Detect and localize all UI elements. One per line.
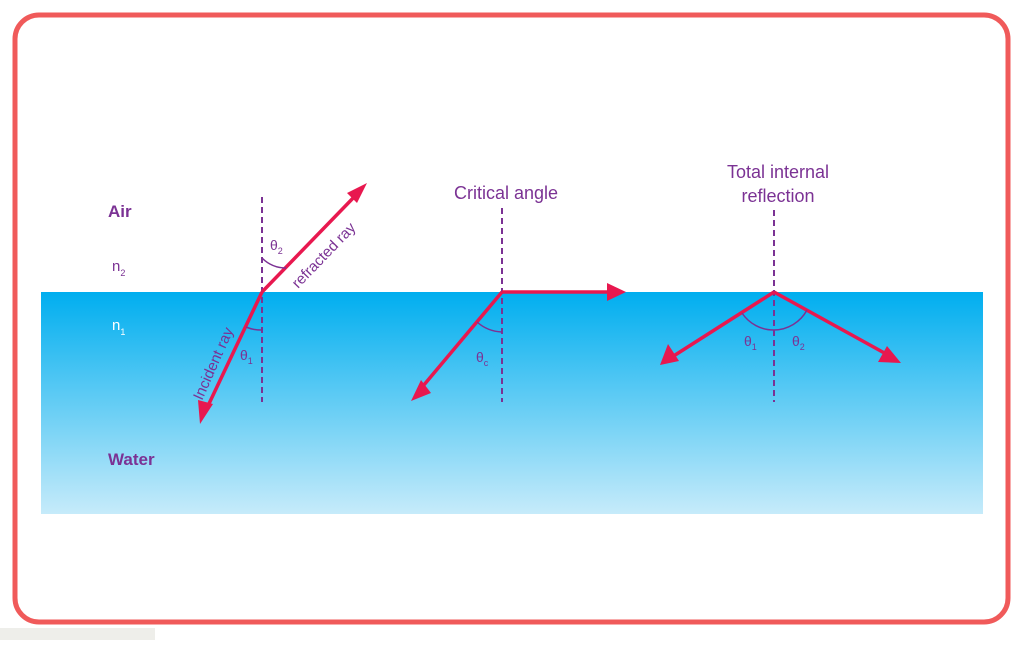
air-index-base: n — [112, 258, 120, 275]
tir-reflected-ray — [773, 290, 889, 357]
theta2-label: θ2 — [270, 237, 283, 256]
critical-angle-title: Critical angle — [454, 183, 558, 203]
tir-theta2-sub: 2 — [800, 342, 805, 352]
water-region — [41, 292, 983, 514]
water-index-base: n — [112, 317, 120, 334]
theta1-sub: 1 — [248, 356, 253, 366]
theta1-label: θ1 — [240, 347, 253, 366]
water-index-sub: 1 — [120, 327, 125, 337]
tir-theta1-symbol: θ — [744, 333, 752, 349]
tir-title-line2: reflection — [741, 186, 814, 206]
incident-ray-arrowhead — [198, 400, 213, 424]
water-index-label: n1 — [112, 317, 125, 337]
theta2-sub: 2 — [278, 246, 283, 256]
theta2-arc — [261, 257, 287, 269]
theta1-arc — [245, 326, 263, 331]
tir-incident-ray — [671, 290, 775, 359]
air-index-sub: 2 — [120, 268, 125, 278]
theta-c-symbol: θ — [476, 349, 484, 365]
tir-incident-arrowhead — [660, 344, 679, 365]
tir-panel: Total internal reflection θ1 θ2 — [660, 162, 901, 402]
tir-theta2-arc — [773, 309, 808, 331]
theta-c-label: θc — [476, 349, 489, 368]
theta2-symbol: θ — [270, 237, 278, 253]
air-label: Air — [108, 202, 132, 221]
critical-incident-arrowhead — [411, 380, 431, 401]
incident-ray — [204, 291, 264, 411]
air-index-label: n2 — [112, 258, 125, 278]
critical-refracted-arrowhead — [607, 283, 626, 301]
tir-theta1-arc — [741, 312, 775, 331]
tir-reflected-arrowhead — [878, 346, 901, 363]
tir-theta2-label: θ2 — [792, 333, 805, 352]
critical-incident-ray — [416, 290, 504, 394]
tir-theta1-label: θ1 — [744, 333, 757, 352]
corner-strip — [0, 628, 155, 640]
theta1-symbol: θ — [240, 347, 248, 363]
tir-theta2-symbol: θ — [792, 333, 800, 349]
tir-theta1-sub: 1 — [752, 342, 757, 352]
refracted-ray-arrowhead — [347, 183, 367, 203]
refracted-ray — [260, 192, 359, 294]
critical-angle-panel: Critical angle θc — [411, 183, 626, 402]
water-label: Water — [108, 450, 155, 469]
theta-c-arc — [476, 321, 503, 333]
tir-title-line1: Total internal — [727, 162, 829, 182]
theta-c-sub: c — [484, 358, 489, 368]
